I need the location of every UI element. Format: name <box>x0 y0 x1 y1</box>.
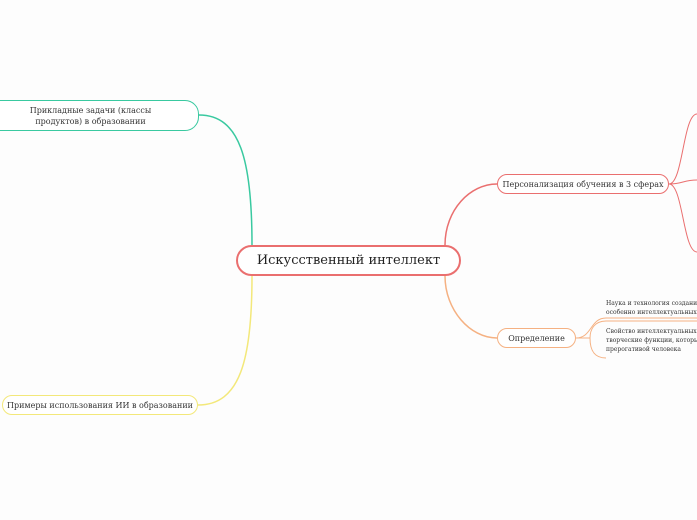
branch-personalization-label: Персонализация обучения в 3 сферах <box>502 179 664 189</box>
connector-applied <box>198 114 253 246</box>
branch-applied-label: Прикладные задачи (классы продуктов) в о… <box>29 105 152 126</box>
connector-personal-sub-2 <box>668 179 697 185</box>
branch-definition-label: Определение <box>508 333 565 343</box>
connector-personal-sub-1 <box>668 113 697 185</box>
definition-item-1-line-1: Наука и технология создания и <box>606 300 697 307</box>
connector-definition <box>444 275 498 339</box>
definition-item-2[interactable]: Свойство интеллектуальных с творческие ф… <box>606 327 697 354</box>
branch-personalization[interactable]: Персонализация обучения в 3 сферах <box>497 174 669 194</box>
branch-examples[interactable]: Примеры использования ИИ в образовании <box>2 395 198 415</box>
connector-personal-sub-3 <box>668 183 697 253</box>
root-node[interactable]: Искусственный интеллект <box>236 245 461 276</box>
connector-examples <box>197 275 253 406</box>
definition-item-1[interactable]: Наука и технология создания и особенно и… <box>606 299 697 317</box>
connector-def-sub-1 <box>575 317 697 339</box>
definition-item-1-line-2: особенно интеллектуальных к <box>606 309 697 316</box>
connector-def-sub-3 <box>576 337 607 359</box>
branch-applied-tasks[interactable]: Прикладные задачи (классы продуктов) в о… <box>0 100 199 131</box>
definition-item-2-line-2: творческие функции, которые <box>606 337 697 344</box>
connector-personalization <box>444 183 498 246</box>
definition-item-2-line-3: прерогативой человека <box>606 346 681 353</box>
branch-examples-label: Примеры использования ИИ в образовании <box>6 400 194 410</box>
definition-item-2-line-1: Свойство интеллектуальных с <box>606 328 697 335</box>
branch-definition[interactable]: Определение <box>497 328 576 348</box>
root-label: Искусственный интеллект <box>256 253 441 268</box>
